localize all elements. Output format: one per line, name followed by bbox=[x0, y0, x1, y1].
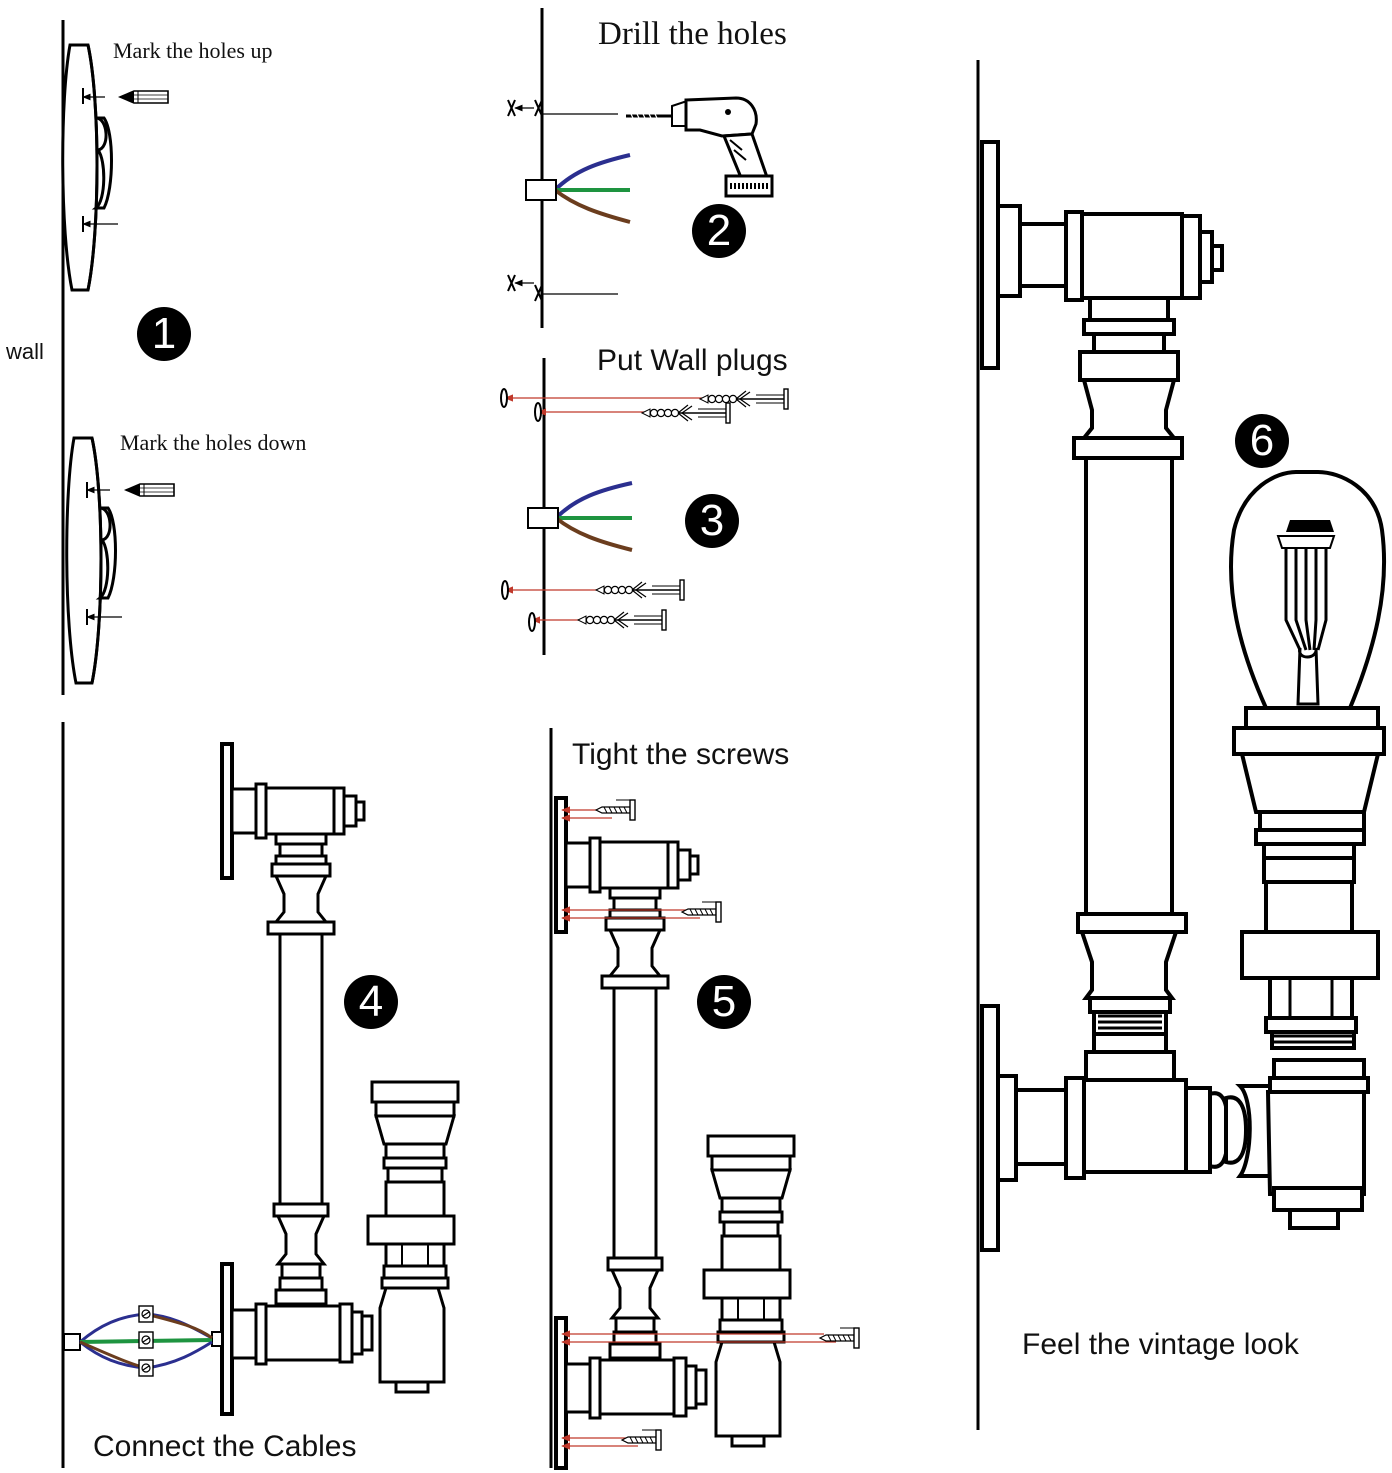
wall-label: wall bbox=[6, 339, 44, 364]
step5-guides bbox=[561, 806, 836, 1450]
lamp-socket bbox=[702, 1134, 796, 1448]
step3-guides bbox=[500, 388, 702, 632]
pipe-lamp-icon bbox=[554, 796, 708, 1470]
wall-plug-icon bbox=[641, 402, 731, 424]
drill-holes-label: Drill the holes bbox=[598, 16, 787, 52]
wall-plugs-label: Put Wall plugs bbox=[597, 344, 788, 377]
step1-upper-flange bbox=[61, 43, 118, 292]
step-3-badge: 3 bbox=[685, 494, 739, 548]
screw-icon bbox=[621, 1429, 662, 1451]
step3-wires bbox=[527, 481, 633, 552]
screw-icon bbox=[681, 901, 722, 923]
edison-bulb-icon bbox=[1228, 470, 1387, 1050]
vintage-look-label: Feel the vintage look bbox=[1022, 1328, 1299, 1361]
step-5-badge: 5 bbox=[697, 975, 751, 1029]
screw-icon bbox=[819, 1327, 860, 1349]
step-1-badge: 1 bbox=[137, 307, 191, 361]
terminal-block-icon bbox=[138, 1359, 154, 1377]
pencil-icon bbox=[125, 483, 175, 497]
screw-icon bbox=[595, 799, 636, 821]
step-4-badge: 4 bbox=[344, 975, 398, 1029]
lamp-socket bbox=[366, 1080, 460, 1394]
wall-plug-icon bbox=[699, 388, 789, 410]
step2-wires bbox=[525, 153, 631, 224]
step2-hole-marks bbox=[507, 99, 618, 302]
pipe-lamp-icon bbox=[220, 742, 374, 1416]
step-6-badge: 6 bbox=[1235, 414, 1289, 468]
step1-lower-flange bbox=[65, 436, 122, 685]
terminal-block-icon bbox=[138, 1331, 154, 1349]
pencil-icon bbox=[119, 90, 169, 104]
mark-holes-down-label: Mark the holes down bbox=[120, 430, 307, 455]
connect-cables-label: Connect the Cables bbox=[93, 1430, 357, 1463]
wall-plug-icon bbox=[577, 609, 667, 631]
drill-icon bbox=[626, 96, 774, 198]
mark-holes-up-label: Mark the holes up bbox=[113, 38, 273, 63]
wall-plug-icon bbox=[595, 579, 685, 601]
step-2-badge: 2 bbox=[692, 204, 746, 258]
terminal-block-icon bbox=[138, 1305, 154, 1323]
step4-wiring bbox=[63, 1312, 223, 1370]
pipe-lamp-icon bbox=[980, 140, 1370, 1252]
tight-screws-label: Tight the screws bbox=[572, 738, 790, 771]
